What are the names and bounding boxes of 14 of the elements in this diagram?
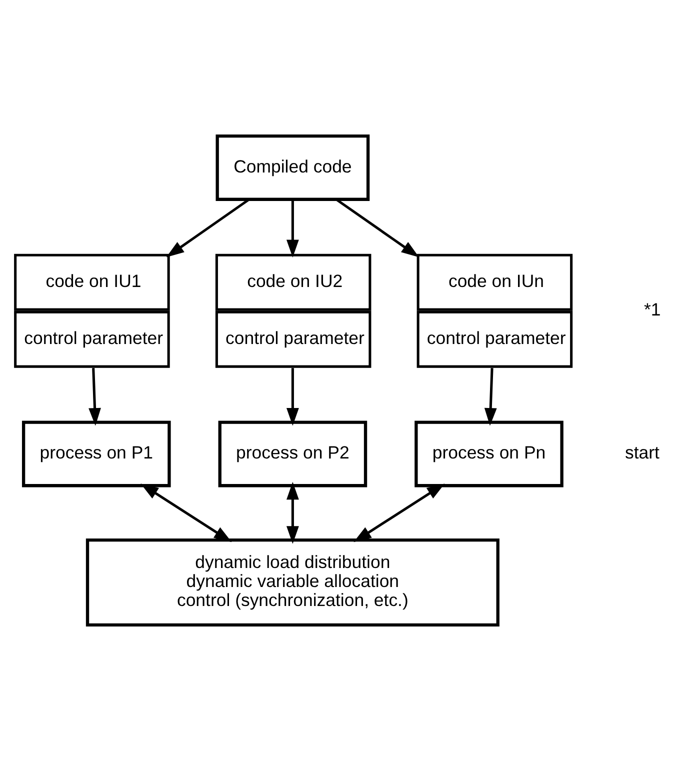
arrow — [140, 483, 232, 542]
node-box: process on P2 — [218, 420, 368, 487]
node-box: process on P1 — [22, 420, 171, 487]
arrow — [286, 199, 299, 257]
node-box: dynamic load distribution dynamic variable allocation control (synchronization, etc.) — [86, 538, 500, 626]
node-box: process on Pn — [414, 420, 564, 487]
label: *1 — [644, 299, 661, 320]
arrow — [484, 368, 497, 426]
node-box: Compiled code — [216, 134, 370, 200]
arrow — [88, 368, 101, 426]
arrow — [286, 481, 299, 544]
arrow — [354, 483, 445, 542]
label: start — [625, 442, 660, 462]
arrow — [286, 368, 299, 426]
